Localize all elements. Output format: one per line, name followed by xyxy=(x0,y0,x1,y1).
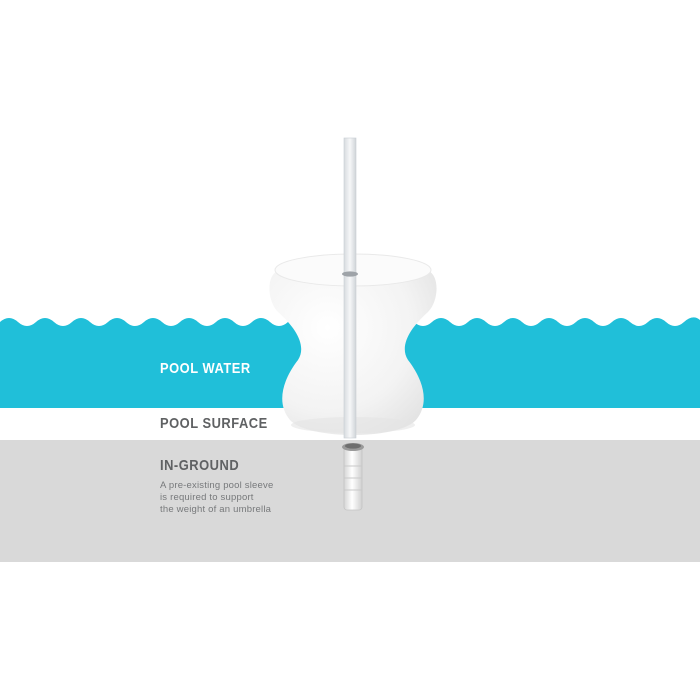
pool-sleeve xyxy=(342,443,364,511)
pool-surface-label: POOL SURFACE xyxy=(160,415,268,432)
sleeve-requirement-note: A pre-existing pool sleeve is required t… xyxy=(160,480,320,516)
pool-water-label: POOL WATER xyxy=(160,360,251,377)
note-line: A pre-existing pool sleeve xyxy=(160,480,274,491)
note-line: is required to support xyxy=(160,492,254,503)
in-ground-label: IN-GROUND xyxy=(160,457,240,474)
umbrella-pole xyxy=(342,137,358,439)
note-line: the weight of an umbrella xyxy=(160,504,272,515)
